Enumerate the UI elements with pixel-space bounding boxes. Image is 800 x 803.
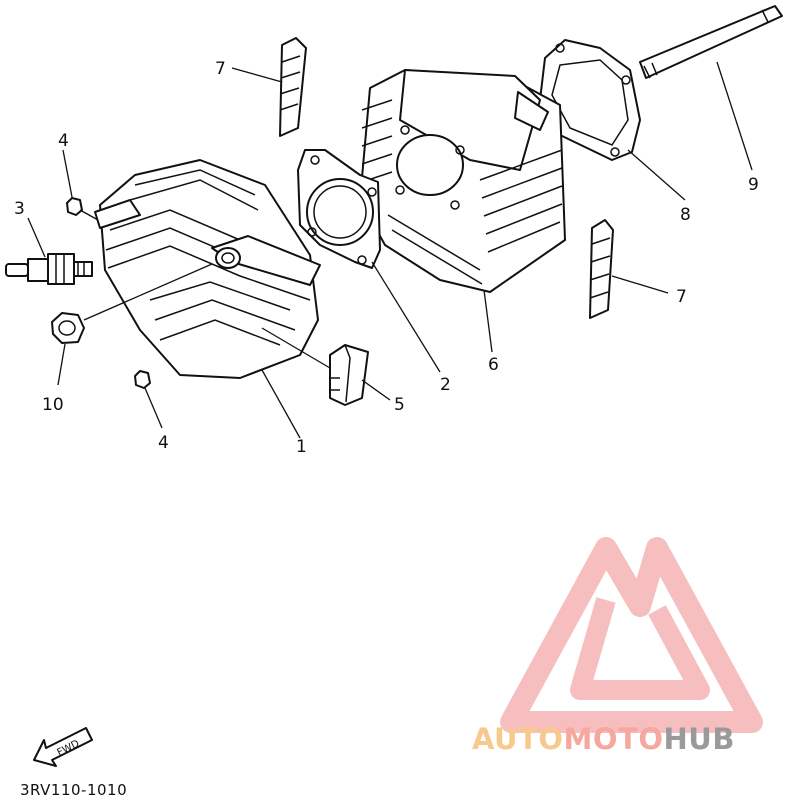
callout-2: 2	[440, 375, 451, 395]
callout-7-upper: 7	[215, 59, 226, 79]
callout-9: 9	[748, 175, 759, 195]
nut-lower	[134, 370, 151, 389]
wordmark-auto: AUTO	[472, 722, 564, 756]
flange-nut	[51, 312, 85, 344]
automotohub-logo	[500, 537, 763, 733]
callout-3: 3	[14, 199, 25, 219]
callout-6: 6	[488, 355, 499, 375]
cylinder-head	[94, 159, 321, 379]
automotohub-wordmark: AUTOMOTOHUB	[472, 722, 735, 756]
callout-7-lower: 7	[676, 287, 687, 307]
stud-bolt	[639, 5, 783, 79]
spark-plug	[5, 253, 93, 285]
callout-1: 1	[296, 437, 307, 457]
diagram-code: 3RV110-1010	[20, 781, 128, 799]
forward-arrow: FWD	[33, 727, 93, 767]
wordmark-moto: MOTO	[563, 722, 664, 756]
callout-4-upper: 4	[58, 131, 69, 151]
head-gasket	[297, 149, 381, 269]
damper-lower	[589, 219, 614, 319]
callout-4-lower: 4	[158, 433, 169, 453]
callout-8: 8	[680, 205, 691, 225]
callout-5: 5	[394, 395, 405, 415]
wordmark-hub: HUB	[663, 722, 735, 756]
cylinder-body	[359, 69, 566, 293]
nut-upper	[66, 197, 83, 216]
callout-10: 10	[42, 395, 64, 415]
damper	[329, 344, 369, 406]
leader-lines	[27, 61, 753, 439]
callouts: 7 4 3 10 4 1 5 2 6 7 8 9	[14, 59, 759, 457]
damper-upper	[279, 37, 307, 137]
